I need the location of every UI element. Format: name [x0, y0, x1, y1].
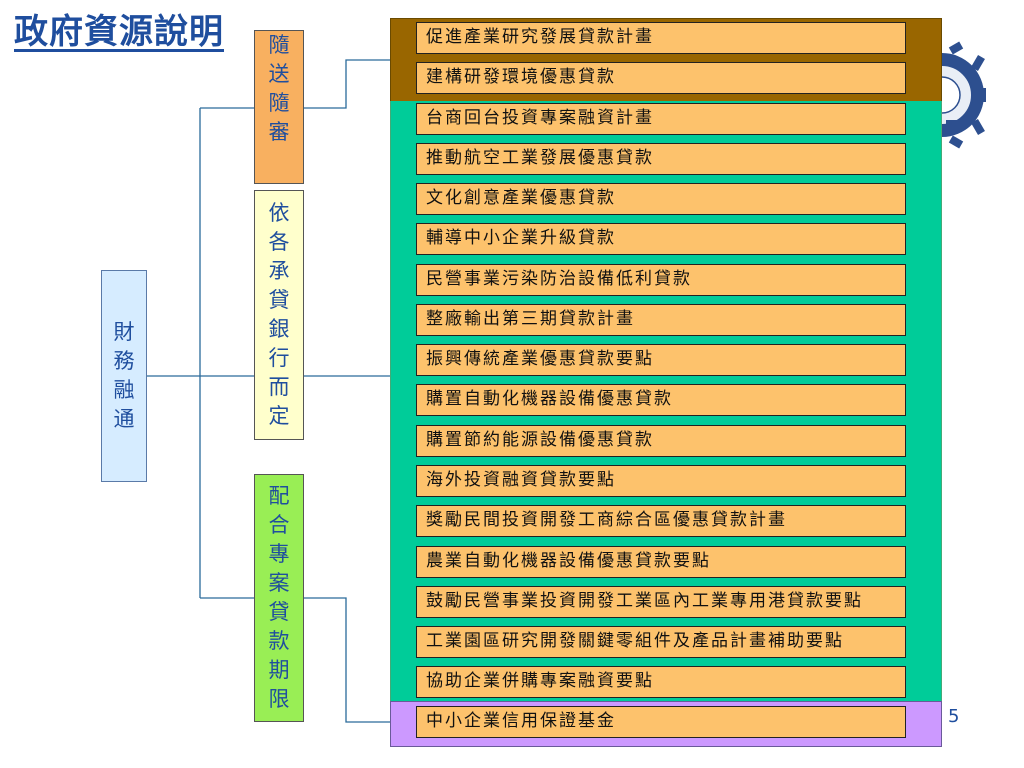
category-char: 限: [268, 687, 290, 711]
loan-item: 整廠輸出第三期貸款計畫: [416, 304, 906, 336]
category-char: 隨: [268, 33, 290, 57]
category-char: 期: [268, 658, 290, 682]
category-char: 貸: [268, 288, 290, 312]
loan-item: 文化創意產業優惠貸款: [416, 183, 906, 215]
loan-item: 購置自動化機器設備優惠貸款: [416, 384, 906, 416]
loan-item: 購置節約能源設備優惠貸款: [416, 425, 906, 457]
category-char: 隨: [268, 91, 290, 115]
category-char: 審: [268, 120, 290, 144]
category-finance: 財務融通: [101, 270, 147, 482]
category-char: 財: [113, 320, 135, 344]
loan-item: 輔導中小企業升級貸款: [416, 223, 906, 255]
loan-item: 促進產業研究發展貸款計畫: [416, 22, 906, 54]
category-char: 各: [268, 230, 290, 254]
loan-item: 推動航空工業發展優惠貸款: [416, 143, 906, 175]
category-char: 行: [268, 346, 290, 370]
category-by-bank: 依各承貸銀行而定: [254, 190, 304, 440]
category-char: 定: [268, 404, 290, 428]
loan-item: 獎勵民間投資開發工商綜合區優惠貸款計畫: [416, 505, 906, 537]
loan-item: 中小企業信用保證基金: [416, 706, 906, 738]
loan-item: 鼓勵民營事業投資開發工業區內工業專用港貸款要點: [416, 586, 906, 618]
category-char: 專: [268, 542, 290, 566]
category-char: 承: [268, 259, 290, 283]
category-char: 務: [113, 349, 135, 373]
category-char: 配: [268, 484, 290, 508]
category-char: 而: [268, 375, 290, 399]
category-char: 銀: [268, 317, 290, 341]
category-char: 貸: [268, 600, 290, 624]
category-char: 送: [268, 62, 290, 86]
category-char: 依: [268, 201, 290, 225]
loan-item: 海外投資融資貸款要點: [416, 465, 906, 497]
category-char: 通: [113, 407, 135, 431]
loan-item: 民營事業污染防治設備低利貸款: [416, 264, 906, 296]
category-char: 案: [268, 571, 290, 595]
category-with-project: 配合專案貸款期限: [254, 474, 304, 722]
category-with-review: 隨送隨審: [254, 30, 304, 184]
category-char: 融: [113, 378, 135, 402]
loan-item: 台商回台投資專案融資計畫: [416, 103, 906, 135]
category-char: 合: [268, 513, 290, 537]
page-number: 5: [948, 706, 960, 727]
loan-item: 農業自動化機器設備優惠貸款要點: [416, 546, 906, 578]
loan-item: 協助企業併購專案融資要點: [416, 666, 906, 698]
category-char: 款: [268, 629, 290, 653]
page-title: 政府資源說明: [14, 12, 224, 52]
loan-item: 振興傳統產業優惠貸款要點: [416, 344, 906, 376]
loan-item: 建構研發環境優惠貸款: [416, 62, 906, 94]
loan-item: 工業園區研究開發關鍵零組件及產品計畫補助要點: [416, 626, 906, 658]
gear-seal-icon: [932, 41, 986, 149]
